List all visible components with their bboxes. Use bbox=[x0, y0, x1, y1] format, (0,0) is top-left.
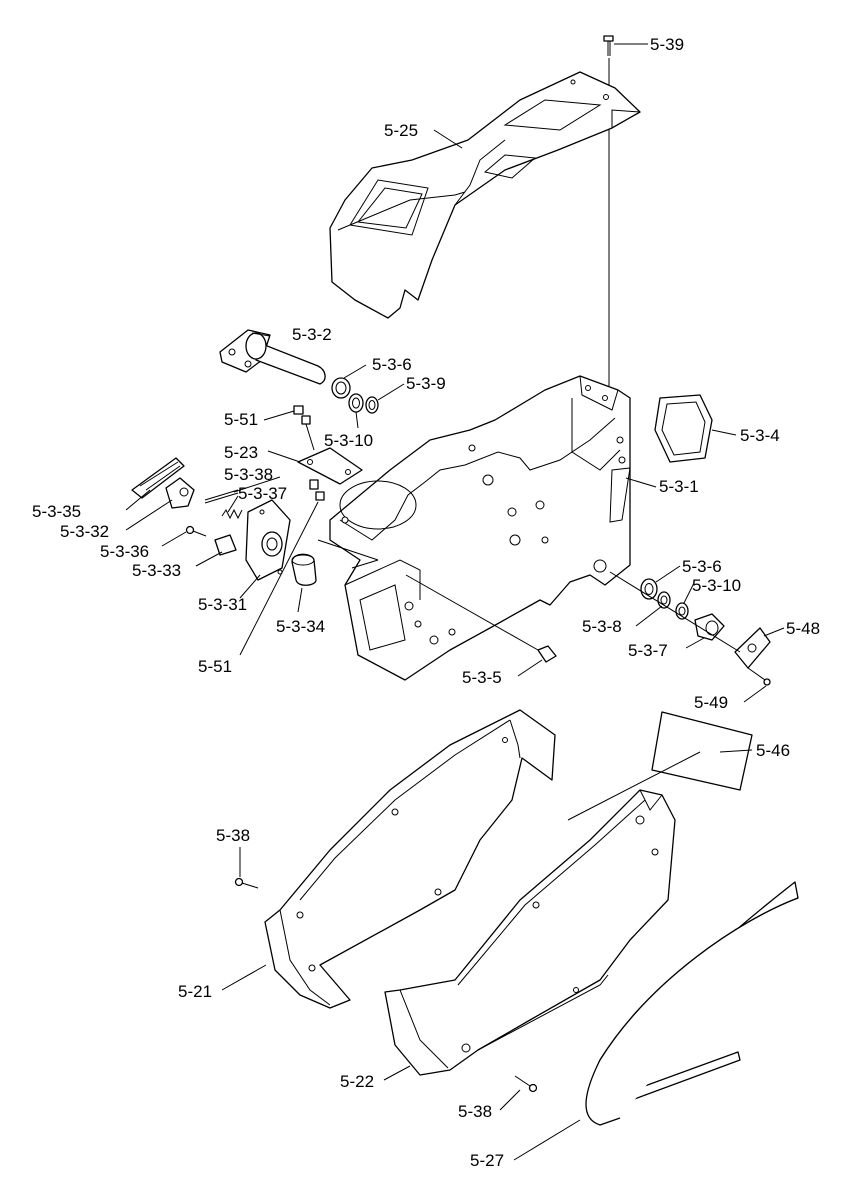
bolt-5-51-bottom bbox=[309, 479, 325, 501]
label-5-3-35: 5-3-35 bbox=[32, 502, 81, 521]
cover-plate-5-48 bbox=[734, 627, 771, 669]
axis-line-right bbox=[609, 571, 741, 653]
trim-strip-5-27 bbox=[585, 881, 799, 1126]
knob-5-3-32 bbox=[165, 477, 195, 509]
label-5-3-10-top: 5-3-10 bbox=[324, 431, 373, 450]
label-5-3-2: 5-3-2 bbox=[292, 325, 332, 344]
pin-5-3-38 bbox=[204, 489, 239, 504]
hinge-bracket-5-3-2 bbox=[219, 329, 326, 385]
label-5-3-34: 5-3-34 bbox=[276, 617, 325, 636]
knob-5-3-35 bbox=[131, 457, 185, 499]
bushing-5-3-34 bbox=[291, 553, 317, 586]
label-5-39: 5-39 bbox=[650, 35, 684, 54]
label-5-38-bottom: 5-38 bbox=[458, 1102, 492, 1121]
console-cover-5-25 bbox=[329, 71, 641, 319]
screw-5-38-bottom bbox=[514, 1075, 538, 1093]
main-frame-5-3-1 bbox=[329, 375, 631, 681]
bolt-5-3-7 bbox=[694, 613, 725, 641]
switch-body-5-3-31 bbox=[245, 499, 291, 581]
bolt-5-3-5 bbox=[405, 574, 557, 663]
screw-5-49 bbox=[747, 667, 771, 686]
label-5-3-1: 5-3-1 bbox=[659, 477, 699, 496]
label-5-3-31: 5-3-31 bbox=[198, 595, 247, 614]
label-5-3-32: 5-3-32 bbox=[60, 522, 109, 541]
label-5-3-38: 5-3-38 bbox=[224, 465, 273, 484]
side-cover-5-22 bbox=[384, 789, 676, 1076]
gasket-5-3-4 bbox=[654, 394, 713, 463]
label-5-3-6-top: 5-3-6 bbox=[372, 355, 412, 374]
label-5-25: 5-25 bbox=[384, 121, 418, 140]
bushing-5-3-6-top bbox=[331, 377, 351, 399]
label-5-38-left: 5-38 bbox=[216, 826, 250, 845]
pad-5-46 bbox=[651, 711, 753, 791]
label-5-3-9: 5-3-9 bbox=[406, 374, 446, 393]
label-5-48: 5-48 bbox=[786, 619, 820, 638]
label-5-3-4: 5-3-4 bbox=[740, 426, 780, 445]
bolt-5-51-top bbox=[293, 405, 315, 451]
label-5-51-top: 5-51 bbox=[224, 410, 258, 429]
ring-5-3-9 bbox=[365, 396, 379, 414]
label-5-3-5: 5-3-5 bbox=[462, 668, 502, 687]
clip-5-3-33 bbox=[214, 534, 237, 556]
label-5-3-8: 5-3-8 bbox=[582, 617, 622, 636]
label-5-21: 5-21 bbox=[178, 982, 212, 1001]
washer-5-3-8 bbox=[657, 591, 671, 609]
side-cover-5-21 bbox=[264, 709, 556, 1009]
label-5-23: 5-23 bbox=[224, 443, 258, 462]
label-5-3-10-bottom: 5-3-10 bbox=[692, 576, 741, 595]
label-5-3-33: 5-3-33 bbox=[132, 561, 181, 580]
label-5-3-6-bottom: 5-3-6 bbox=[682, 557, 722, 576]
label-5-27: 5-27 bbox=[470, 1151, 504, 1170]
label-5-46: 5-46 bbox=[756, 741, 790, 760]
label-5-51-bottom: 5-51 bbox=[198, 657, 232, 676]
leader-lines bbox=[125, 43, 785, 1161]
screw-5-38-left bbox=[234, 877, 259, 889]
washer-5-3-10-top bbox=[348, 393, 364, 413]
part-labels: 5-39 5-25 5-3-2 5-3-6 5-3-9 5-51 5-3-10 … bbox=[32, 35, 820, 1170]
label-5-22: 5-22 bbox=[340, 1072, 374, 1091]
plate-5-23 bbox=[297, 447, 363, 485]
axis-line-switch bbox=[317, 539, 379, 561]
label-5-49: 5-49 bbox=[694, 693, 728, 712]
label-5-3-7: 5-3-7 bbox=[628, 641, 668, 660]
spring-5-3-37 bbox=[221, 508, 243, 520]
label-5-3-36: 5-3-36 bbox=[100, 542, 149, 561]
label-5-3-37: 5-3-37 bbox=[238, 484, 287, 503]
screw-5-3-36 bbox=[185, 525, 207, 537]
